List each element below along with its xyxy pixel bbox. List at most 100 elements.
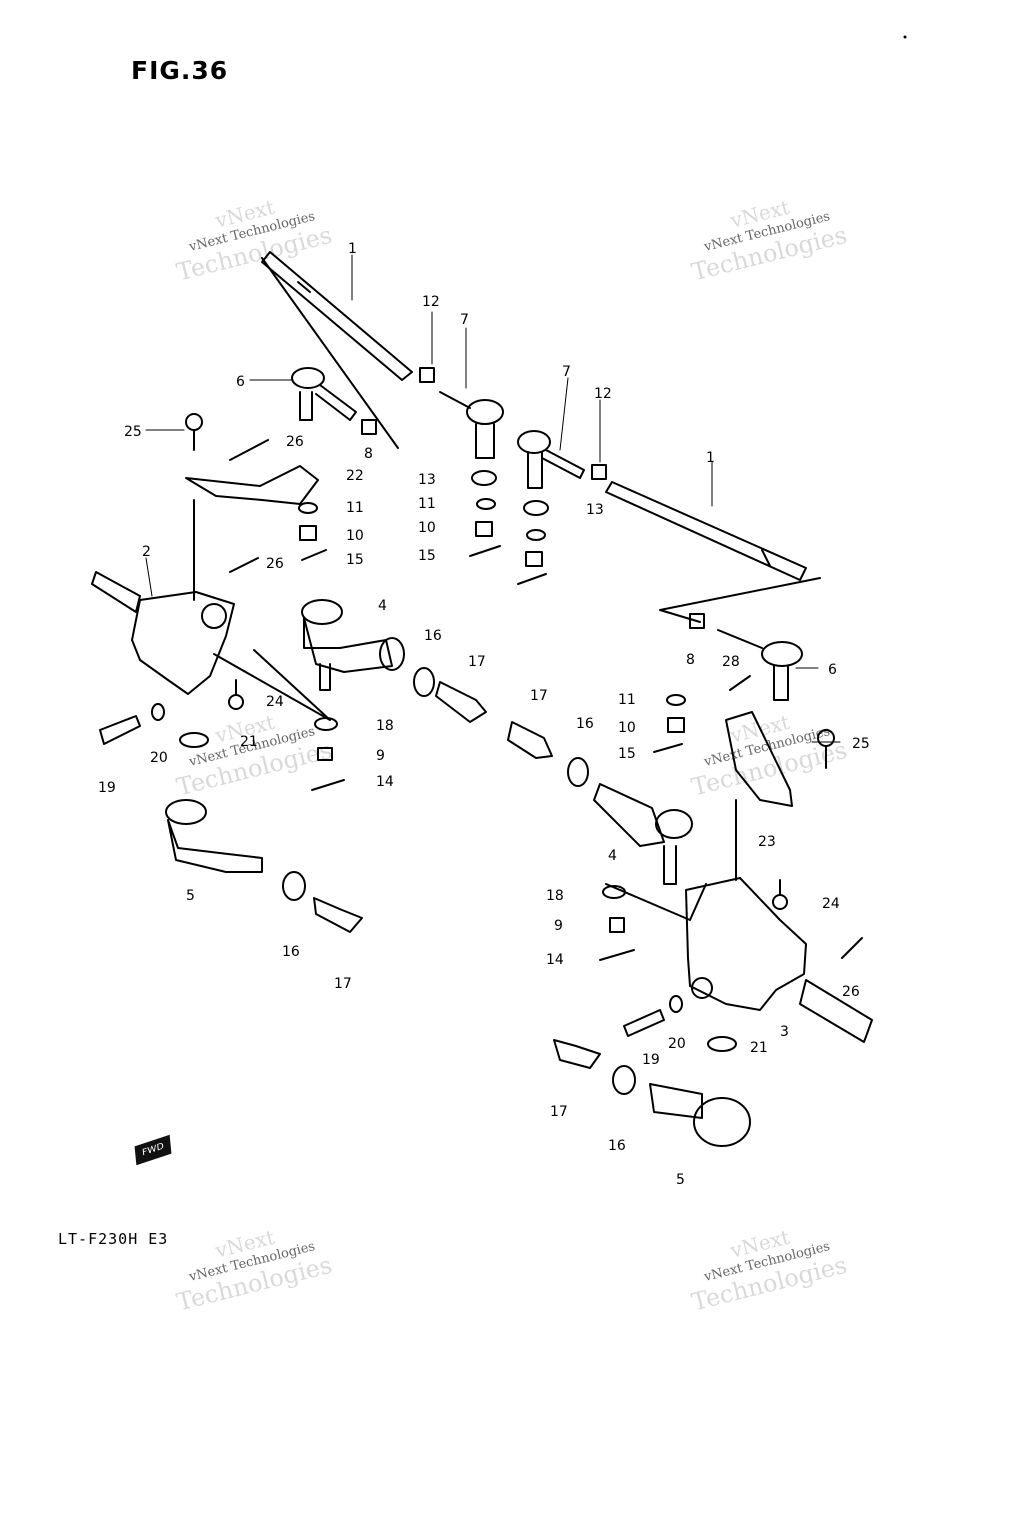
callout-label: 6 — [236, 374, 245, 390]
cotter-pin-15-d — [301, 549, 327, 561]
bolt-17-b — [313, 897, 363, 933]
nut-8-left — [361, 419, 377, 435]
bolt-24-b — [772, 879, 788, 910]
callout-label: 17 — [530, 688, 548, 704]
washer-21-a — [179, 732, 209, 748]
callout-label: 26 — [266, 556, 284, 572]
tie-rod-left — [261, 251, 413, 449]
washer-13-a — [471, 470, 497, 486]
callout-label: 7 — [562, 364, 571, 380]
callout-label: 5 — [676, 1172, 685, 1188]
callout-label: 18 — [546, 888, 564, 904]
bushing-16-d — [612, 1065, 636, 1095]
callout-label: 28 — [722, 654, 740, 670]
ball-joint-4-right — [593, 783, 693, 885]
callout-label: 18 — [376, 718, 394, 734]
bolt-25-right — [817, 729, 835, 769]
lock-washer-11-a — [298, 502, 318, 514]
bushing-16-a — [413, 667, 435, 697]
nut-12-right — [591, 464, 607, 480]
callout-label: 15 — [418, 548, 436, 564]
callout-label: 10 — [418, 520, 436, 536]
callout-label: 2 — [142, 544, 151, 560]
washer-18-a — [314, 717, 338, 731]
tie-rod-end-5-right — [649, 1083, 751, 1147]
cotter-pin-14-b — [599, 949, 635, 961]
speck-mark — [903, 35, 907, 39]
callout-label: 22 — [346, 468, 364, 484]
callout-label: 19 — [642, 1052, 660, 1068]
callout-label: 10 — [346, 528, 364, 544]
knuckle-arm-23 — [725, 711, 793, 807]
callout-label: 17 — [334, 976, 352, 992]
bolt-25-left — [185, 413, 203, 451]
callout-label: 17 — [550, 1104, 568, 1120]
callout-label: 5 — [186, 888, 195, 904]
callout-label: 21 — [240, 734, 258, 750]
callout-label: 11 — [618, 692, 636, 708]
cotter-pin-15-b — [517, 573, 547, 585]
callout-label: 17 — [468, 654, 486, 670]
castle-nut-10-b — [475, 521, 493, 537]
callout-label: 15 — [618, 746, 636, 762]
cotter-pin-26-b — [229, 557, 259, 573]
callout-label: 16 — [576, 716, 594, 732]
callout-label: 19 — [98, 780, 116, 796]
callout-label: 14 — [546, 952, 564, 968]
callout-label: 3 — [780, 1024, 789, 1040]
tie-rod-end-6-right — [717, 629, 803, 701]
callout-label: 24 — [266, 694, 284, 710]
castle-nut-10-a — [299, 525, 317, 541]
callout-label: 23 — [758, 834, 776, 850]
nut-12-left — [419, 367, 435, 383]
cotter-pin-26-c — [841, 937, 863, 959]
callout-labels: 1 12 7 6 25 26 8 22 11 10 15 13 1 7 12 1… — [98, 241, 870, 1188]
lock-washer-11-d — [666, 694, 686, 706]
callout-label: 9 — [554, 918, 563, 934]
callout-label: 1 — [706, 450, 715, 466]
callout-label: 24 — [822, 896, 840, 912]
callout-label: 20 — [150, 750, 168, 766]
tie-rod-end-5-left — [165, 799, 263, 873]
steering-knuckle-2 — [91, 499, 331, 721]
callout-label: 1 — [348, 241, 357, 257]
nut-8-right — [689, 613, 705, 629]
model-code: LT-F230H E3 — [58, 1230, 169, 1248]
callout-label: 26 — [286, 434, 304, 450]
callout-label: 20 — [668, 1036, 686, 1052]
tie-rod-end-7-right — [517, 430, 585, 489]
callout-label: 25 — [124, 424, 142, 440]
tie-rod-end-7-left — [439, 391, 504, 459]
cotter-pin-15-a — [469, 545, 501, 557]
castle-nut-10-d — [667, 717, 685, 733]
callout-label: 9 — [376, 748, 385, 764]
washer-18-b — [602, 885, 626, 899]
washer-21-b — [707, 1036, 737, 1052]
callout-label: 4 — [378, 598, 387, 614]
bolt-17-c — [507, 721, 553, 759]
bolt-19-left — [99, 715, 141, 745]
bolt-17-d — [553, 1039, 601, 1069]
tie-rod-right — [605, 481, 821, 623]
callout-label: 25 — [852, 736, 870, 752]
cotter-pin-26-a — [229, 439, 269, 461]
washer-20-a — [151, 703, 165, 721]
lock-washer-11-c — [526, 529, 546, 541]
tie-rod-end-6-left — [291, 367, 357, 421]
washer-20-b — [669, 995, 683, 1013]
callout-label: 11 — [418, 496, 436, 512]
callout-label: 7 — [460, 312, 469, 328]
bolt-17-a — [435, 681, 487, 723]
callout-label: 16 — [424, 628, 442, 644]
bushing-16-c — [567, 757, 589, 787]
callout-label: 16 — [608, 1138, 626, 1154]
lock-washer-11-b — [476, 498, 496, 510]
callout-label: 10 — [618, 720, 636, 736]
knuckle-arm-22 — [185, 465, 319, 505]
cotter-pin-28 — [729, 675, 751, 691]
callout-label: 13 — [418, 472, 436, 488]
callout-label: 12 — [422, 294, 440, 310]
bolt-19-right — [623, 1009, 665, 1037]
callout-label: 8 — [686, 652, 695, 668]
cotter-pin-14-a — [311, 779, 345, 791]
